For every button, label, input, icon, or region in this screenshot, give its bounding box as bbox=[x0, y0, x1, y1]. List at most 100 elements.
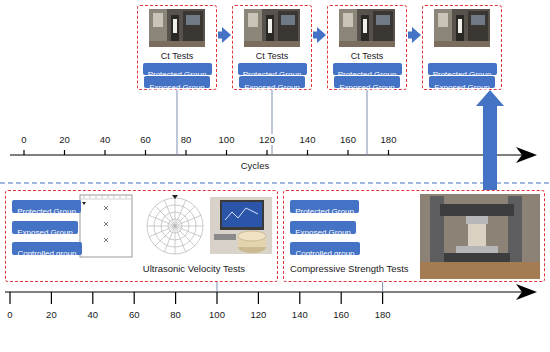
top-axis bbox=[23, 150, 24, 155]
ultrasonic-photo bbox=[225, 208, 258, 220]
bottom-axis bbox=[51, 292, 52, 304]
test-panel: Ct TestsProtected GroupExposed Group bbox=[327, 5, 407, 90]
axis-tick-label: 60 bbox=[139, 134, 152, 145]
group-name: Protected Group bbox=[17, 205, 76, 218]
flow-arrow bbox=[313, 27, 326, 43]
axis-tick-label: 180 bbox=[380, 134, 398, 145]
grid-sheet bbox=[80, 195, 132, 257]
group-pill: Protected Group bbox=[290, 200, 359, 213]
top-axis bbox=[104, 150, 105, 155]
separator-line bbox=[0, 182, 550, 183]
top-axis bbox=[388, 150, 389, 155]
ultrasonic-photo bbox=[220, 200, 264, 230]
ultrasonic-photo bbox=[214, 234, 236, 240]
group-name: Exposed Group bbox=[149, 82, 205, 94]
bottom-axis bbox=[299, 292, 300, 304]
group-name: Exposed Group bbox=[17, 226, 73, 239]
ct-photo bbox=[339, 9, 395, 47]
group-pill: Exposed Group bbox=[12, 221, 78, 234]
group-name: Exposed Group bbox=[339, 82, 395, 94]
polar-plot bbox=[147, 198, 203, 254]
axis-tick-label: 140 bbox=[291, 309, 309, 320]
flow-arrow bbox=[476, 90, 504, 190]
group-pill: Protected Group bbox=[428, 63, 497, 75]
top-axis bbox=[10, 154, 522, 155]
axis-arrowhead bbox=[516, 284, 537, 300]
compression-photo bbox=[456, 246, 498, 253]
leader-line bbox=[382, 282, 383, 292]
test-panel: Compressive Strength Tests Protected Grou… bbox=[283, 190, 545, 282]
bottom-axis bbox=[9, 292, 10, 304]
grid-sheet bbox=[82, 202, 86, 205]
ultrasonic-photo bbox=[222, 202, 262, 227]
compression-photo bbox=[468, 224, 486, 246]
flow-arrow bbox=[408, 27, 421, 43]
group-pill: Protected Group bbox=[143, 63, 212, 75]
group-name: Protected Group bbox=[295, 205, 354, 218]
test-panel: Ct TestsProtected GroupExposed Group bbox=[137, 5, 217, 90]
test-title: Ct Tests bbox=[138, 50, 216, 62]
group-pill: Protected Group bbox=[238, 63, 307, 75]
ultrasonic-photo bbox=[238, 231, 266, 241]
compression-photo bbox=[420, 194, 540, 279]
grid-sheet bbox=[80, 199, 132, 200]
top-axis bbox=[226, 150, 227, 155]
axis-tick-label: 120 bbox=[249, 309, 267, 320]
axis-title: Cycles bbox=[240, 160, 271, 171]
top-axis bbox=[347, 150, 348, 155]
polar-plot bbox=[147, 195, 203, 254]
top-axis bbox=[10, 150, 522, 155]
axis-tick-label: 160 bbox=[339, 134, 357, 145]
top-axis bbox=[266, 150, 267, 155]
axis-tick-label: 180 bbox=[374, 309, 392, 320]
axis-tick-label: 140 bbox=[299, 134, 317, 145]
grid-sheet bbox=[80, 195, 132, 257]
leader-line bbox=[367, 90, 368, 155]
compression-photo bbox=[420, 194, 540, 279]
axis-tick-label: 80 bbox=[180, 134, 193, 145]
ct-photo bbox=[149, 9, 490, 47]
axis-tick-label: 100 bbox=[218, 134, 236, 145]
group-pill: Exposed Group bbox=[144, 76, 210, 88]
group-pill: Controlled group bbox=[12, 242, 82, 255]
group-name: Exposed Group bbox=[295, 226, 351, 239]
group-name: Controlled group bbox=[17, 247, 76, 260]
polar-plot bbox=[147, 198, 203, 254]
bottom-axis bbox=[341, 292, 342, 304]
group-pill: Exposed Group bbox=[429, 76, 495, 88]
polar-plot bbox=[172, 195, 178, 199]
group-pill: Protected Group bbox=[333, 63, 402, 75]
grid-sheet bbox=[84, 196, 126, 198]
ct-photo bbox=[434, 9, 490, 47]
group-pill: Exposed Group bbox=[290, 221, 356, 234]
compression-photo bbox=[444, 253, 510, 262]
ultrasonic-photo bbox=[210, 197, 272, 254]
leader-line bbox=[177, 90, 367, 155]
axis-tick-label: 20 bbox=[45, 309, 58, 320]
group-pill: Controlled group bbox=[290, 242, 360, 255]
test-panel: Ct TestsProtected GroupExposed Group bbox=[232, 5, 312, 90]
top-axis bbox=[185, 150, 186, 155]
group-name: Exposed Group bbox=[434, 82, 490, 94]
test-panel: Protected GroupExposed Group bbox=[422, 5, 502, 90]
group-name: Exposed Group bbox=[244, 82, 300, 94]
grid-sheet bbox=[104, 206, 108, 242]
ultrasonic-photo bbox=[210, 197, 272, 254]
axis-tick-label: 80 bbox=[169, 309, 182, 320]
axis-tick-label: 0 bbox=[6, 309, 13, 320]
test-title: Compressive Strength Tests bbox=[290, 263, 418, 275]
axis-tick-label: 20 bbox=[58, 134, 71, 145]
axis-tick-label: 0 bbox=[20, 134, 27, 145]
top-axis bbox=[64, 150, 65, 155]
leader-line bbox=[217, 282, 218, 292]
test-title: Ultrasonic Velocity Tests bbox=[119, 263, 269, 275]
test-title: Ct Tests bbox=[233, 50, 311, 62]
leader-line bbox=[217, 282, 383, 292]
ct-photo bbox=[244, 9, 300, 47]
group-pill: Exposed Group bbox=[334, 76, 400, 88]
bottom-axis bbox=[92, 292, 93, 304]
leader-line bbox=[177, 90, 178, 155]
axis-tick-label: 40 bbox=[99, 134, 112, 145]
bottom-axis bbox=[5, 292, 522, 304]
